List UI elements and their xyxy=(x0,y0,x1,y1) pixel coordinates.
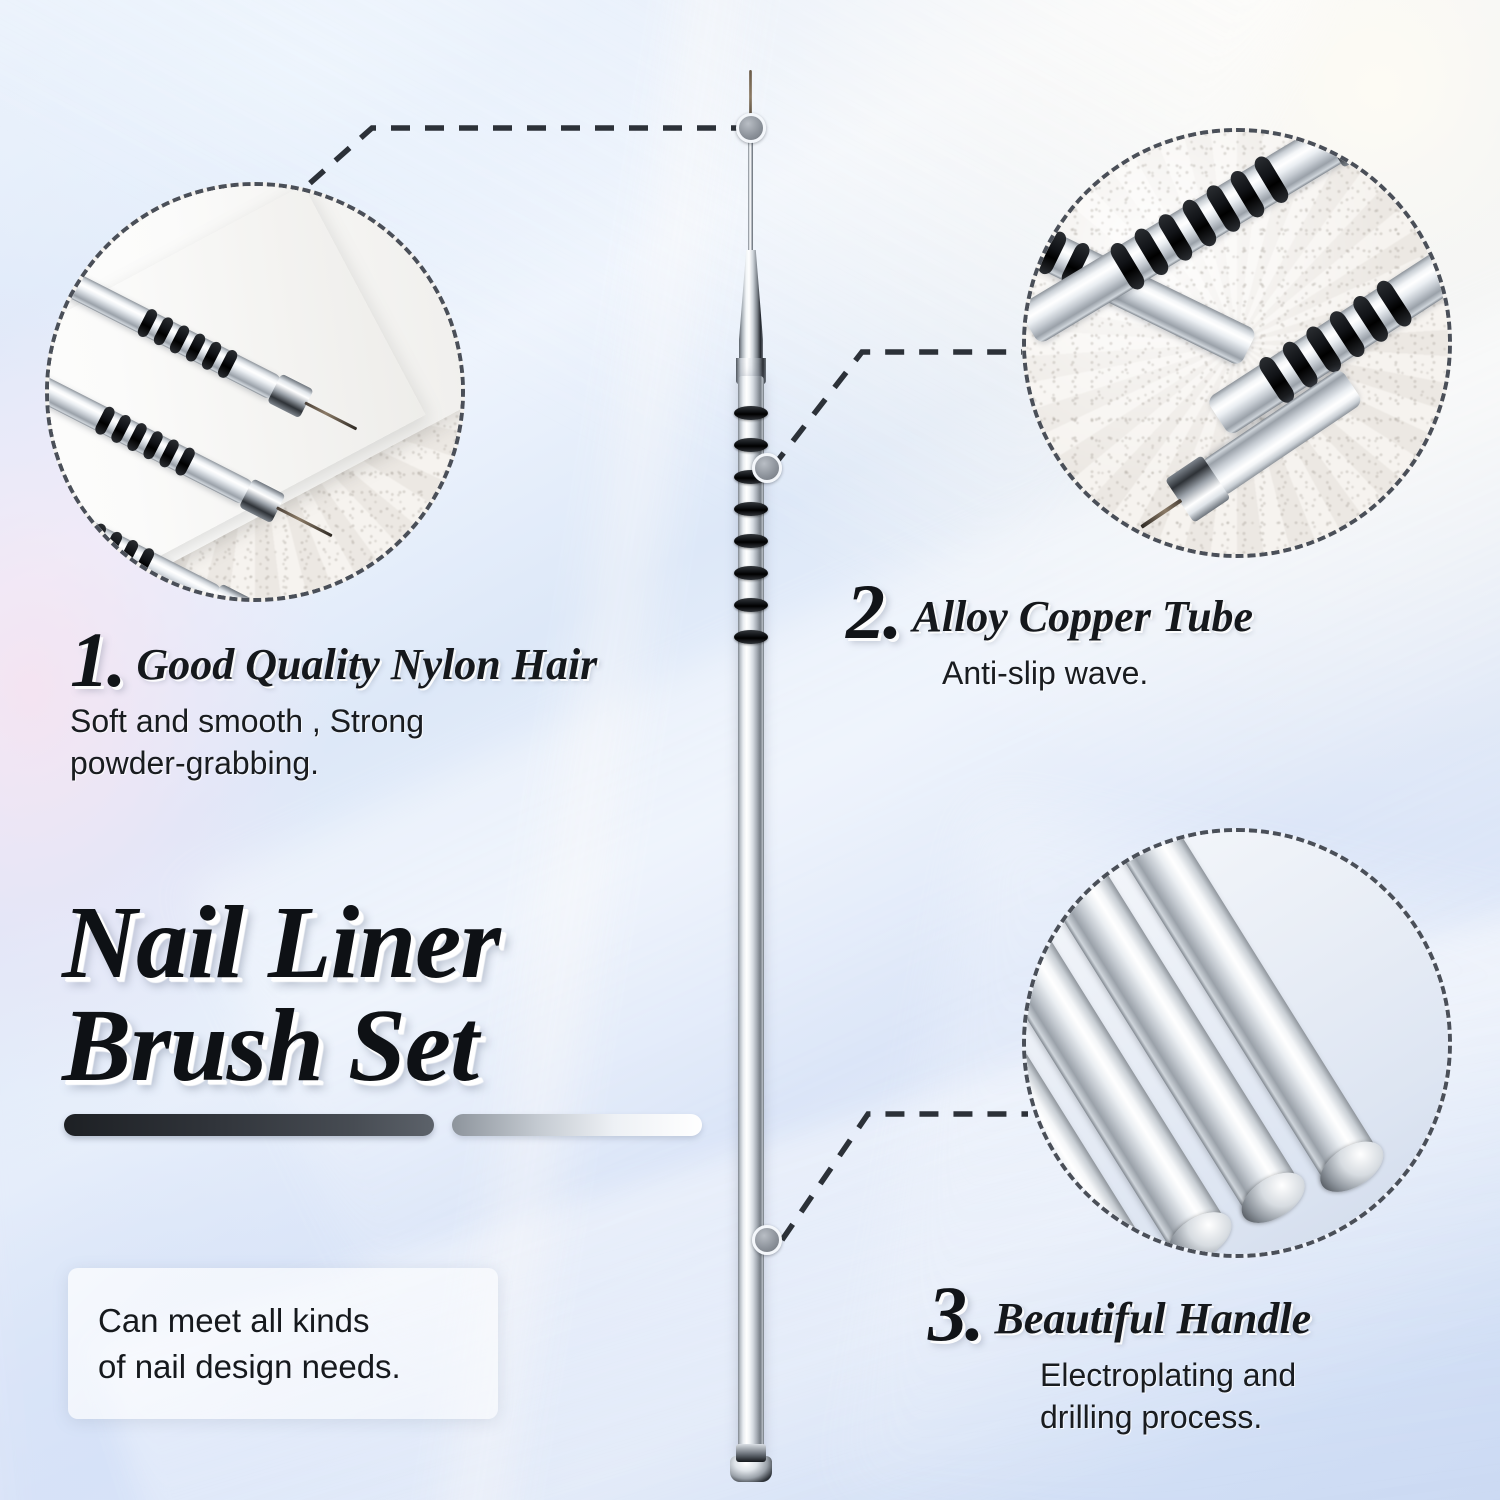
caption-line: Can meet all kinds xyxy=(98,1302,370,1339)
product-caption-card: Can meet all kinds of nail design needs. xyxy=(68,1268,498,1420)
leader-line-anti-slip xyxy=(769,349,1022,470)
brush-body xyxy=(738,376,764,1466)
feature-description-line: drilling process. xyxy=(1040,1399,1263,1436)
feature-number: 2. xyxy=(846,568,902,655)
feature-number: 1. xyxy=(70,616,126,703)
feature-description: Electroplating and drilling process. xyxy=(1040,1354,1311,1438)
background-light-ray xyxy=(0,300,10,1500)
title-underline-dark-bar xyxy=(64,1113,434,1136)
inset-photo xyxy=(49,186,461,598)
inset-anti-slip-wave-detail xyxy=(1022,128,1452,558)
callout-marker-handle xyxy=(752,1225,782,1255)
anti-slip-ring xyxy=(734,438,768,452)
inset-photo xyxy=(1026,132,1448,554)
feature-description: Anti-slip wave. xyxy=(942,652,1253,694)
feature-heading: 3. Beautiful Handle xyxy=(928,1270,1312,1357)
product-title-line-2: Brush Set xyxy=(62,987,479,1103)
feature-block-alloy-copper-tube: 2. Alloy Copper Tube Anti-slip wave. xyxy=(846,568,1254,694)
anti-slip-ring xyxy=(734,630,768,644)
feature-description-line: powder-grabbing. xyxy=(70,745,320,782)
leader-line-nylon-hair xyxy=(298,125,750,195)
inset-photo xyxy=(1026,832,1448,1254)
feature-heading: 2. Alloy Copper Tube xyxy=(846,568,1254,655)
brush-hair xyxy=(1140,498,1183,529)
product-title-block: Nail Liner Brush Set xyxy=(62,885,702,1140)
feature-title: Good Quality Nylon Hair xyxy=(136,640,598,690)
feature-description-line: Soft and smooth , Strong xyxy=(70,702,424,739)
anti-slip-ring xyxy=(734,566,768,580)
anti-slip-ring xyxy=(734,502,768,516)
feature-description-line: Anti-slip wave. xyxy=(942,654,1149,691)
inset-nylon-hair-detail xyxy=(45,182,465,602)
brush-needle xyxy=(748,128,753,253)
product-brush-hero xyxy=(716,70,786,1490)
anti-slip-ring xyxy=(734,406,768,420)
caption-line: of nail design needs. xyxy=(98,1347,401,1385)
title-underline-bars xyxy=(62,1113,702,1140)
brush-ferrule xyxy=(739,250,763,365)
callout-marker-tube xyxy=(752,453,782,483)
title-underline-light-bar xyxy=(452,1113,702,1136)
feature-title: Alloy Copper Tube xyxy=(912,592,1254,642)
feature-number: 3. xyxy=(928,1270,984,1357)
callout-marker-tip xyxy=(736,113,766,143)
leader-line-handle xyxy=(779,1111,1028,1242)
feature-description-line: Electroplating and xyxy=(1040,1356,1297,1393)
anti-slip-ring xyxy=(734,598,768,612)
anti-slip-ring xyxy=(734,534,768,548)
brush-hair-tip xyxy=(749,70,752,130)
feature-block-beautiful-handle: 3. Beautiful Handle Electroplating and d… xyxy=(928,1270,1312,1438)
feature-description: Soft and smooth , Strong powder-grabbing… xyxy=(70,700,597,784)
product-title-line-1: Nail Liner xyxy=(62,885,501,1000)
feature-block-nylon-hair: 1. Good Quality Nylon Hair Soft and smoo… xyxy=(70,616,598,784)
feature-heading: 1. Good Quality Nylon Hair xyxy=(70,616,598,703)
handle-end-cap xyxy=(730,1444,772,1482)
feature-title: Beautiful Handle xyxy=(994,1294,1312,1344)
inset-handle-end-detail xyxy=(1022,828,1452,1258)
